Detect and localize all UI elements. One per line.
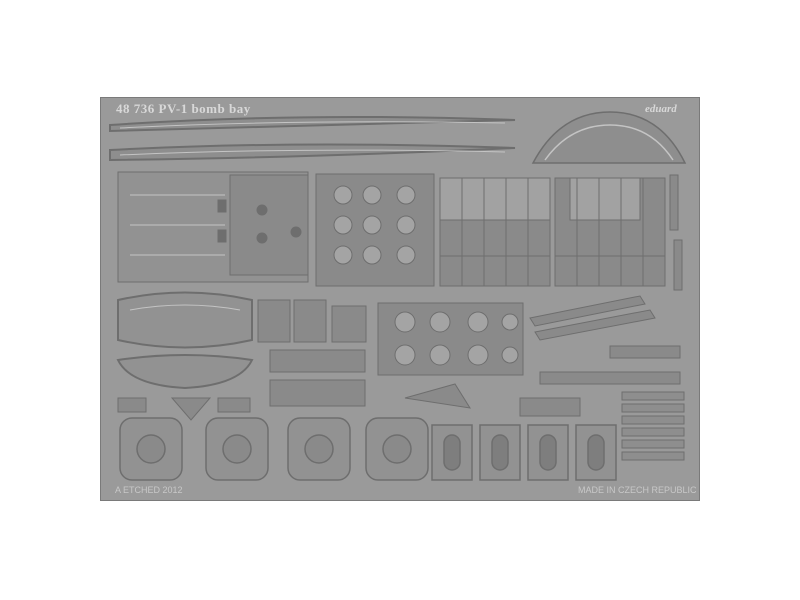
diagonal-strips	[529, 295, 656, 341]
triangle-parts	[170, 383, 472, 421]
round-bulkheads	[119, 417, 429, 481]
oval-frame	[116, 291, 254, 390]
small-plates	[117, 397, 581, 417]
shackle-grid	[315, 173, 435, 287]
footer-right: MADE IN CZECH REPUBLIC	[578, 485, 697, 495]
small-brackets	[539, 345, 681, 385]
shackle-cluster	[377, 302, 524, 376]
arch-part	[531, 111, 687, 164]
side-strip	[669, 174, 683, 291]
bulkhead-panel	[117, 171, 309, 283]
top-strip-lower	[109, 143, 516, 162]
footer-left: A ETCHED 2012	[115, 485, 183, 495]
oval-window-frames	[431, 424, 617, 481]
brand-logo: eduard	[645, 103, 677, 115]
rack-blocks	[257, 299, 367, 407]
stacked-bars	[621, 391, 685, 461]
sheet-title: 48 736 PV-1 bomb bay	[116, 101, 251, 116]
top-strip-upper	[109, 115, 516, 133]
door-panel-left	[439, 177, 551, 287]
door-panel-right	[554, 177, 666, 287]
